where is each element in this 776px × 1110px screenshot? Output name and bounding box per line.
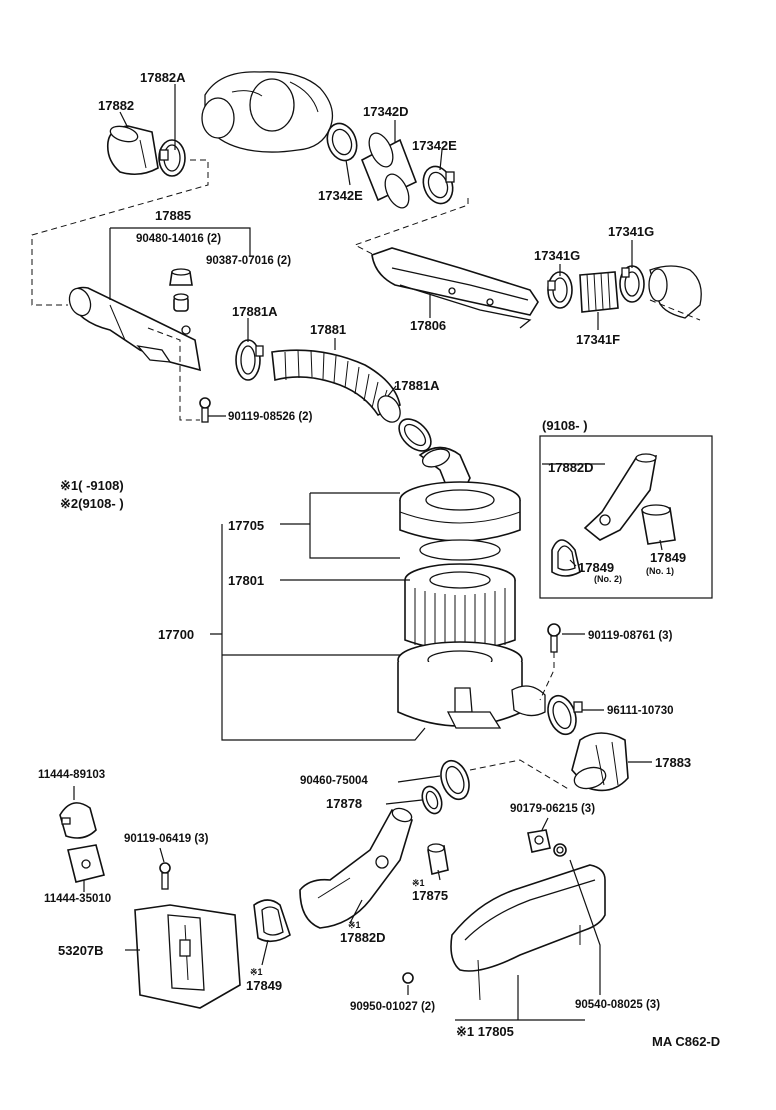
label-90119-08526: 90119-08526 (2) [228, 411, 313, 423]
clamp-17882A [158, 139, 186, 177]
dashed-connector [649, 299, 701, 321]
pipe-17875 [427, 843, 449, 875]
dashed-connector [469, 759, 571, 791]
clamp-90460 [440, 759, 470, 801]
label-90480-14016: 90480-14016 (2) [136, 233, 221, 245]
label-11444-89103: 11444-89103 [38, 769, 105, 781]
label-17885: 17885 [155, 208, 191, 223]
label-17342E-bottom: 17342E [318, 188, 363, 203]
inset-17882D [583, 453, 657, 541]
part-labels: 17882A 17882 17342D 17342E 17342E 17885 … [38, 70, 720, 1049]
duct-17806 [371, 247, 539, 329]
label-17882A: 17882A [140, 70, 186, 85]
bracket-11444-35010 [67, 844, 105, 883]
dashed-connector [353, 198, 469, 259]
label-90179-06215: 90179-06215 (3) [510, 803, 595, 815]
label-17882D-mark: ※1 [348, 920, 361, 930]
grommet-90540 [553, 843, 567, 857]
label-17341G-left: 17341G [534, 248, 580, 263]
label-17849-no2-note: (No. 2) [594, 574, 622, 584]
label-17342E-top: 17342E [412, 138, 457, 153]
label-17805: ※1 17805 [456, 1024, 514, 1039]
label-note2: ※2(9108- ) [60, 496, 124, 511]
inset-box [539, 435, 713, 599]
gasket [419, 539, 501, 561]
duct-17882D [299, 807, 413, 929]
clamp-17881A-left [235, 339, 264, 381]
label-17849: 17849 [246, 978, 282, 993]
ring-17878 [421, 785, 443, 815]
hose-17881 [271, 349, 401, 423]
label-17806: 17806 [410, 318, 446, 333]
clamp-17342E-top [326, 122, 358, 162]
label-11444-35010: 11444-35010 [44, 893, 111, 905]
label-17878: 17878 [326, 796, 362, 811]
label-90387-07016: 90387-07016 (2) [206, 255, 291, 267]
inset-17849-no2 [551, 539, 581, 577]
label-96111-10730: 96111-10730 [607, 705, 674, 717]
washer-90950 [402, 972, 414, 984]
label-53207B: 53207B [58, 943, 104, 958]
bolt-90119-08761 [547, 623, 561, 653]
label-90950-01027: 90950-01027 (2) [350, 1001, 435, 1013]
clamp-17341G-right [619, 265, 645, 303]
label-17881A-right: 17881A [394, 378, 440, 393]
label-17341G-right: 17341G [608, 224, 654, 239]
label-90119-08761: 90119-08761 (3) [588, 630, 673, 642]
case-lower [397, 641, 546, 729]
bolt-90119-06419 [159, 862, 171, 890]
clamp-96111 [547, 694, 583, 736]
inset-17849-no1 [641, 504, 676, 545]
label-90119-06419: 90119-06419 (3) [124, 833, 209, 845]
label-note1: ※1( -9108) [60, 478, 124, 493]
clamp-17881A-right [398, 418, 432, 452]
duct-17885 [68, 286, 201, 372]
hose-17342D [360, 132, 418, 209]
label-17882D-inset: 17882D [548, 460, 594, 475]
grommet-90179 [527, 829, 551, 853]
leader-lines [73, 84, 663, 1021]
label-17883: 17883 [655, 755, 691, 770]
element-17801 [404, 563, 516, 652]
label-17881A-left: 17881A [232, 304, 278, 319]
label-90460-75004: 90460-75004 [300, 775, 368, 787]
turbo-housing-17882A [201, 71, 334, 153]
cap-17705 [399, 481, 521, 542]
sensor-11444-89103 [59, 802, 97, 839]
label-17881: 17881 [310, 322, 346, 337]
collar-90387 [173, 293, 189, 312]
hose-17882 [106, 125, 159, 176]
clamp-17342E-bottom [422, 165, 455, 205]
seal-17849 [253, 899, 291, 943]
label-17849-no1-note: (No. 1) [646, 566, 674, 576]
clamp-17341G-left [547, 271, 573, 309]
label-17801: 17801 [228, 573, 264, 588]
grommet-90480 [169, 268, 193, 286]
dashed-connector [539, 652, 555, 701]
bolt-90119-08526 [199, 397, 211, 423]
label-17849-no2: 17849 [578, 560, 614, 575]
leader-17885 [109, 227, 251, 300]
dashed-connector [147, 327, 200, 421]
dashed-connector [31, 159, 209, 306]
label-17705: 17705 [228, 518, 264, 533]
label-17700: 17700 [158, 627, 194, 642]
label-17875-mark: ※1 [412, 878, 425, 888]
hose-17341F [579, 271, 619, 313]
label-17875: 17875 [412, 888, 448, 903]
elbow-outlet [648, 265, 702, 319]
resonator-17805 [450, 864, 606, 1001]
label-17882: 17882 [98, 98, 134, 113]
label-17342D: 17342D [363, 104, 409, 119]
label-17849-mark: ※1 [250, 967, 263, 977]
bracket-53207B [134, 904, 241, 1009]
diagram-code: MA C862-D [652, 1034, 720, 1049]
label-17341F: 17341F [576, 332, 620, 347]
label-90540-08025: 90540-08025 (3) [575, 999, 660, 1011]
label-17849-no1: 17849 [650, 550, 686, 565]
hose-17883 [571, 732, 629, 792]
label-inset-range: (9108- ) [542, 418, 588, 433]
label-17882D: 17882D [340, 930, 386, 945]
